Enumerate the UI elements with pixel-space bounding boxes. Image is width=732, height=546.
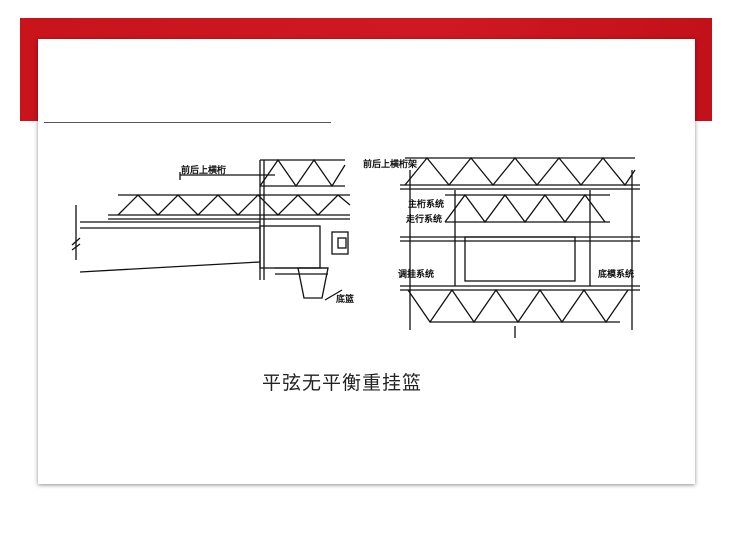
label-front-rear-beam: 前后上横桁 <box>181 166 227 176</box>
label-hanging-system: 调挂系统 <box>398 270 435 280</box>
figure-caption: 平弦无平衡重挂篮 <box>262 372 423 394</box>
label-bottom-beam-system: 底模系统 <box>598 270 635 280</box>
label-front-rear-beam-frame: 前后上横桁架 <box>363 160 418 170</box>
label-travel-system: 走行系统 <box>406 215 443 225</box>
cradle-drawing <box>71 156 640 338</box>
slide-panel <box>38 39 695 484</box>
label-main-truss: 主桁系统 <box>408 200 445 210</box>
title-underline <box>44 122 331 123</box>
label-bottom-basket: 底篮 <box>336 295 355 305</box>
